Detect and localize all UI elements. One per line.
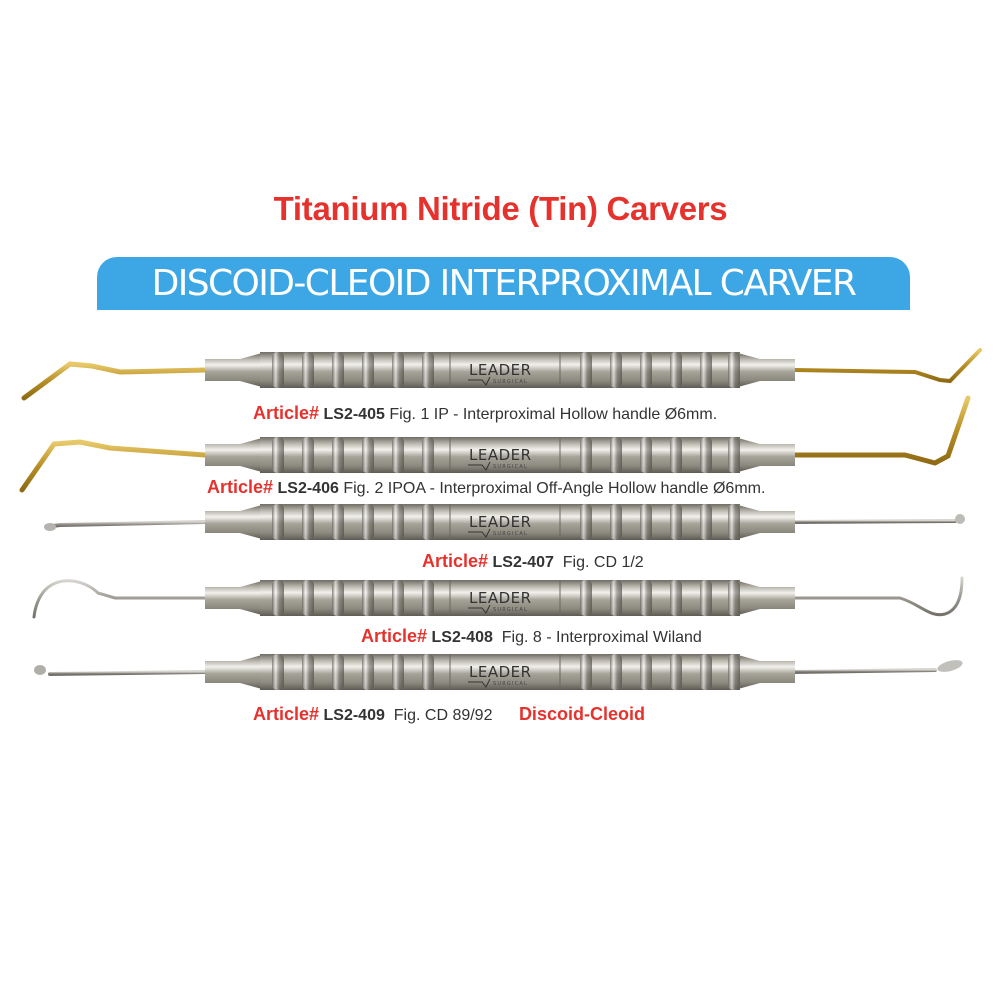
article-description: Fig. CD 1/2: [562, 554, 644, 571]
right-hook-tip-icon: [793, 576, 964, 617]
surgical-logo-subtext: SURGICAL: [493, 607, 528, 613]
article-label: Article#: [253, 403, 320, 423]
leader-logo: LEADER: [469, 361, 532, 379]
article-label: Article#: [253, 704, 320, 724]
left-spoon-tip-icon: [34, 665, 46, 675]
right-spoon-tip-icon: [937, 660, 963, 672]
caption-ls2-405: Article# LS2-405 Fig. 1 IP - Interproxim…: [253, 403, 717, 424]
caption-ls2-408: Article# LS2-408 Fig. 8 - Interproximal …: [361, 626, 702, 647]
surgical-logo-subtext: SURGICAL: [493, 681, 528, 687]
leader-logo: LEADER: [469, 589, 532, 607]
leader-logo: LEADER: [469, 663, 532, 681]
article-code: LS2-408: [431, 629, 493, 646]
article-description: Fig. CD 89/92: [393, 707, 493, 724]
surgical-logo-subtext: SURGICAL: [493, 464, 528, 470]
page-title: Titanium Nitride (Tin) Carvers: [273, 190, 728, 227]
banner-text: DISCOID-CLEOID INTERPROXIMAL CARVER: [151, 263, 857, 304]
article-label: Article#: [422, 551, 489, 571]
caption-ls2-409: Article# LS2-409 Fig. CD 89/92 Discoid-C…: [253, 704, 645, 725]
caption-ls2-406: Article# LS2-406 Fig. 2 IPOA - Interprox…: [207, 477, 765, 498]
article-description: Fig. 2 IPOA - Interproximal Off-Angle Ho…: [343, 480, 766, 497]
left-ball-tip-icon: [44, 523, 56, 531]
article-code: LS2-405: [323, 406, 385, 423]
discoid-cleoid-label: Discoid-Cleoid: [518, 704, 645, 724]
category-banner: DISCOID-CLEOID INTERPROXIMAL CARVER: [97, 257, 910, 310]
article-code: LS2-407: [492, 554, 554, 571]
left-gold-tip-icon: [19, 439, 208, 493]
left-gold-tip-icon: [21, 361, 208, 401]
leader-logo: LEADER: [469, 446, 532, 464]
right-gold-tip-icon: [793, 348, 982, 384]
right-gold-tip-icon: [792, 395, 971, 466]
caption-ls2-407: Article# LS2-407 Fig. CD 1/2: [422, 551, 644, 572]
article-label: Article#: [207, 477, 274, 497]
article-code: LS2-409: [323, 707, 385, 724]
right-ball-tip-icon: [955, 514, 965, 524]
article-label: Article#: [361, 626, 428, 646]
left-hook-tip-icon: [32, 579, 207, 619]
article-code: LS2-406: [277, 480, 339, 497]
article-description: Fig. 8 - Interproximal Wiland: [501, 629, 702, 646]
article-description: Fig. 1 IP - Interproximal Hollow handle …: [389, 406, 718, 423]
surgical-logo-subtext: SURGICAL: [493, 379, 528, 385]
leader-logo: LEADER: [469, 513, 532, 531]
surgical-logo-subtext: SURGICAL: [493, 531, 528, 537]
